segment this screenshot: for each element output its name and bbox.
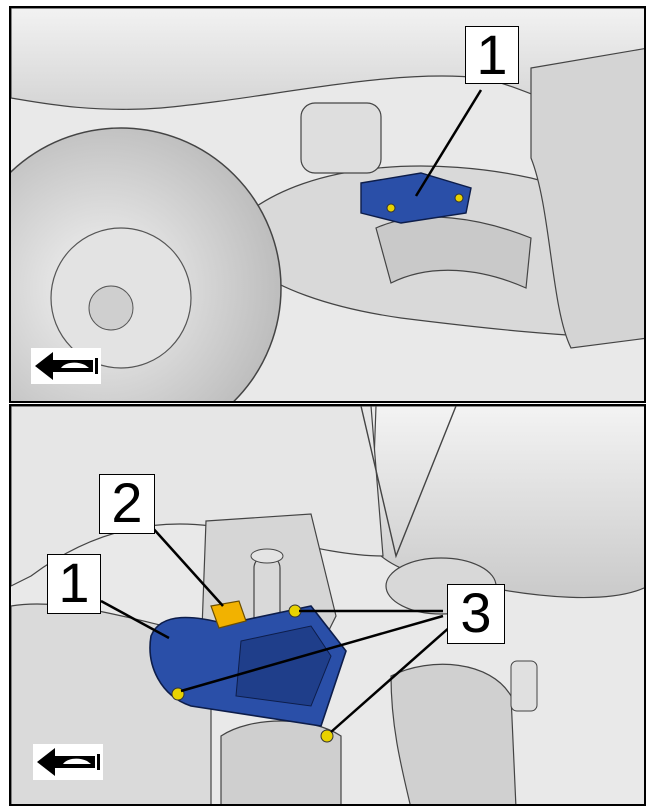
callout-3: 3 [447,584,505,644]
leader-line-2 [150,525,224,607]
diagram-panel-bottom: 2 1 3 [9,404,646,806]
connector-shape [210,600,247,629]
callout-1-bottom: 1 [47,554,101,614]
leader-line-3b [180,614,444,693]
direction-arrow-car-icon [33,744,103,780]
diagram-panel-top: 1 [9,6,646,403]
illustration-bottom [11,406,644,804]
callout-2: 2 [99,474,155,534]
direction-arrow-car-icon [31,348,101,384]
leader-line-1-bottom [100,599,170,640]
illustration-top [11,8,644,401]
leader-line-3c [330,625,452,733]
leader-line-1 [414,89,483,197]
callout-1-top: 1 [465,26,519,84]
bolt-shape [320,729,334,743]
